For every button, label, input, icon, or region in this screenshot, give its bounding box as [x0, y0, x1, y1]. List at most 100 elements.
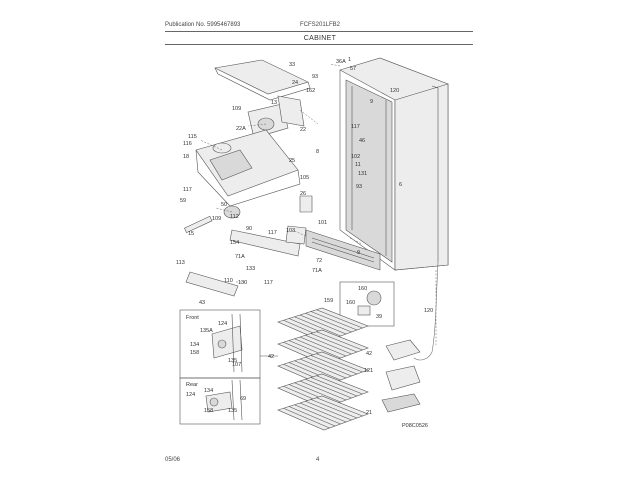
- callout-109: 109: [212, 216, 221, 222]
- callout-72: 72: [316, 258, 322, 264]
- wire-shelves: [277, 307, 369, 431]
- callout-69: 69: [240, 396, 246, 402]
- callout-117: 117: [351, 124, 360, 130]
- header-rule-top: [165, 31, 473, 32]
- callout-18: 18: [183, 154, 189, 160]
- callout-57: 57: [350, 66, 356, 72]
- callout-21: 21: [366, 410, 372, 416]
- shelf-wire: [299, 358, 347, 379]
- power-cord: [413, 261, 439, 361]
- callout-124: 124: [186, 392, 195, 398]
- callout-117: 117: [183, 187, 192, 193]
- callout-26: 26: [300, 191, 306, 197]
- model-number: FCFS201LFB2: [300, 22, 341, 28]
- footer-date: 05/06: [165, 457, 181, 463]
- callout-103: 103: [286, 228, 295, 234]
- callout-22: 22: [300, 127, 306, 133]
- callout-131: 131: [358, 171, 367, 177]
- callout-8: 8: [316, 149, 319, 155]
- shelf-wire: [299, 336, 347, 357]
- callout-71A: 71A: [235, 254, 245, 260]
- shelf-wire: [316, 353, 363, 373]
- callout-1: 1: [348, 57, 351, 63]
- callout-101: 101: [318, 220, 327, 226]
- callout-158: 158: [204, 408, 213, 414]
- inset-front-label: Front: [186, 315, 199, 321]
- shelf-wire: [316, 331, 363, 351]
- publication-number: Publication No. 5995467893: [165, 22, 241, 28]
- leader-lines: [199, 63, 363, 283]
- fan-motor-parts: [184, 195, 313, 297]
- callout-134: 134: [190, 342, 199, 348]
- shelf-wire: [299, 380, 347, 401]
- callout-59: 59: [180, 198, 186, 204]
- callout-24: 24: [292, 80, 298, 86]
- callout-135A: 135A: [200, 328, 213, 334]
- callout-39: 39: [376, 314, 382, 320]
- shelf-wire: [310, 333, 358, 353]
- callout-6: 6: [399, 182, 402, 188]
- shelf-wire: [316, 309, 363, 329]
- callout-50: 50: [221, 202, 227, 208]
- callout-130: 130: [238, 280, 247, 286]
- callout-11: 11: [355, 162, 361, 168]
- callout-117: 117: [264, 280, 273, 286]
- callout-33: 33: [289, 62, 295, 68]
- callout-133: 133: [246, 266, 255, 272]
- shelf-wire: [299, 314, 347, 335]
- callout-154: 154: [230, 240, 239, 246]
- callout-9: 9: [370, 99, 373, 105]
- callout-36A: 36A: [336, 59, 346, 65]
- callout-105: 105: [300, 175, 309, 181]
- callout-160: 160: [346, 300, 355, 306]
- callout-113: 113: [176, 260, 185, 266]
- callout-93: 93: [356, 184, 362, 190]
- callout-107: 107: [232, 362, 241, 368]
- callout-110: 110: [224, 278, 233, 284]
- shelf-wire: [310, 311, 358, 331]
- callout-25: 25: [289, 158, 295, 164]
- shelf-wire: [305, 378, 352, 399]
- callout-71A: 71A: [312, 268, 322, 274]
- callout-160: 160: [358, 286, 367, 292]
- grille: [305, 229, 381, 271]
- section-title: CABINET: [303, 35, 337, 42]
- evaporator-cover: [214, 59, 311, 139]
- callout-116: 116: [183, 141, 192, 147]
- callout-117: 117: [268, 230, 277, 236]
- shelf-wire: [305, 334, 352, 355]
- callout-120: 120: [424, 308, 433, 314]
- cabinet-body: [339, 57, 449, 271]
- shelf-wire: [288, 406, 336, 427]
- shelf-wire: [316, 375, 363, 395]
- callout-42: 42: [366, 351, 372, 357]
- shelf-wire: [305, 312, 352, 333]
- shelf-wire: [294, 404, 341, 425]
- callout-42: 42: [268, 354, 274, 360]
- header-rule-bottom: [165, 44, 473, 45]
- callout-15: 15: [188, 231, 194, 237]
- shelf-wire: [305, 356, 352, 377]
- callout-134: 134: [204, 388, 213, 394]
- shelf-wire: [310, 355, 358, 375]
- air-duct-assembly: [195, 95, 305, 207]
- shelf-wire: [283, 407, 330, 429]
- callout-120: 120: [390, 88, 399, 94]
- callout-159: 159: [324, 298, 333, 304]
- footer-page: 4: [316, 457, 320, 463]
- shelf-wire: [294, 338, 341, 359]
- shelf-wire: [294, 360, 341, 381]
- shelf-wire: [294, 316, 341, 337]
- callout-112: 112: [230, 214, 239, 220]
- inset-rear-label: Rear: [186, 382, 198, 388]
- callout-13: 13: [271, 100, 277, 106]
- shelf-wire: [310, 377, 358, 397]
- callout-115: 115: [188, 134, 197, 140]
- callout-22A: 22A: [236, 126, 246, 132]
- callout-109: 109: [232, 106, 241, 112]
- callout-43: 43: [199, 300, 205, 306]
- rear-inset: [179, 377, 261, 425]
- shelf-wire: [305, 400, 352, 421]
- shelf-wire: [316, 397, 363, 417]
- callout-9: 9: [357, 250, 360, 256]
